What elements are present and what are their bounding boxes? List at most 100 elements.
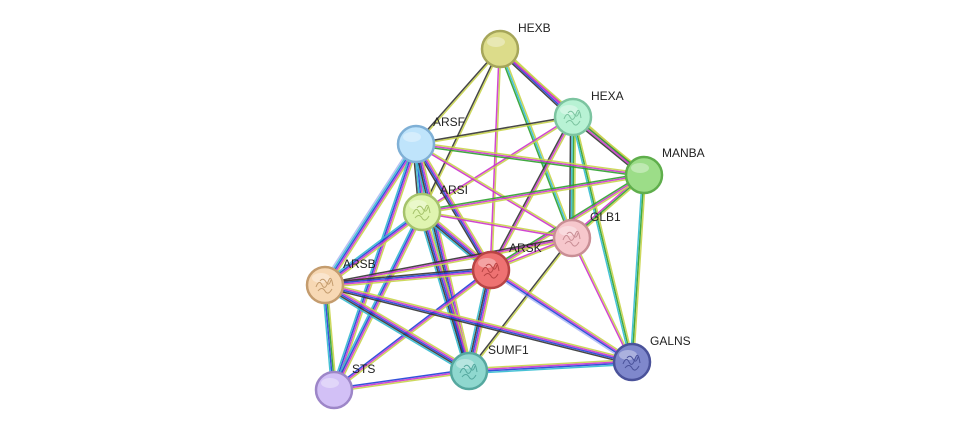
edge-hexb-arsk[interactable] xyxy=(489,48,502,271)
edge-sumf1-sts[interactable] xyxy=(333,368,470,393)
node-glb1[interactable]: GLB1 xyxy=(552,210,621,258)
edge-glb1-sumf1[interactable] xyxy=(467,236,574,373)
edge-hexb-glb1[interactable] xyxy=(497,47,575,240)
node-label: GLB1 xyxy=(590,210,621,224)
edge-line-yellow xyxy=(326,144,420,288)
protein-structure-icon xyxy=(481,262,500,279)
edge-line-blue xyxy=(332,142,416,391)
edge-line-green xyxy=(497,48,572,240)
edge-line-yellow xyxy=(334,270,493,393)
edge-line-black xyxy=(323,235,573,285)
edge-arsi-arsb[interactable] xyxy=(322,209,425,288)
node-hexa[interactable]: HEXA xyxy=(553,89,624,137)
edge-arsi-glb1[interactable] xyxy=(421,210,573,240)
edge-manba-arsi[interactable] xyxy=(420,172,646,215)
edge-line-magenta xyxy=(324,237,573,286)
node-circle[interactable] xyxy=(480,29,520,69)
edge-line-lightblue xyxy=(321,141,415,285)
edge-arsf-manba[interactable] xyxy=(415,141,645,178)
node-sumf1[interactable]: SUMF1 xyxy=(449,343,529,391)
edge-line-black xyxy=(420,47,501,213)
node-hexb[interactable]: HEXB xyxy=(480,21,551,69)
edge-line-yellow xyxy=(491,117,576,272)
edge-arsk-arsb[interactable] xyxy=(324,266,492,289)
edge-sumf1-galns[interactable] xyxy=(468,358,633,375)
node-circle[interactable] xyxy=(553,97,593,137)
edge-line-yellow xyxy=(324,281,634,361)
edge-line-yellow xyxy=(421,210,573,238)
edge-line-yellow xyxy=(491,267,635,361)
edge-arsk-sts[interactable] xyxy=(332,267,493,393)
edge-hexa-galns[interactable] xyxy=(570,115,635,364)
node-circle[interactable] xyxy=(471,250,511,290)
edge-hexb-arsf[interactable] xyxy=(414,47,502,146)
node-label: ARSI xyxy=(440,183,468,197)
node-circle[interactable] xyxy=(396,124,436,164)
edge-line-black xyxy=(323,285,469,374)
edge-line-magenta xyxy=(421,212,573,240)
node-arsi[interactable]: ARSI xyxy=(402,183,468,232)
protein-structure-icon xyxy=(412,204,431,221)
edge-line-magenta xyxy=(489,48,500,271)
edge-hexb-arsi[interactable] xyxy=(420,47,502,214)
node-arsk[interactable]: ARSK xyxy=(471,241,542,290)
edge-line-blue xyxy=(324,284,470,372)
node-label: STS xyxy=(352,362,375,376)
edge-line-magenta xyxy=(422,210,472,372)
edge-glb1-galns[interactable] xyxy=(570,236,634,364)
node-highlight xyxy=(456,359,474,369)
edge-line-yellow xyxy=(500,47,575,239)
protein-structure-icon xyxy=(315,277,334,294)
edge-line-blue xyxy=(489,269,633,364)
edge-line-magenta xyxy=(325,282,471,371)
edge-line-magenta xyxy=(570,237,633,364)
edge-line-yellow xyxy=(632,174,647,363)
edge-line-magenta xyxy=(324,211,424,287)
node-circle[interactable] xyxy=(449,351,489,391)
edge-arsb-galns[interactable] xyxy=(323,281,634,366)
node-circle[interactable] xyxy=(305,265,345,305)
node-circle[interactable] xyxy=(612,342,652,382)
edge-manba-galns[interactable] xyxy=(629,174,647,363)
edge-arsf-sts[interactable] xyxy=(330,142,420,392)
node-galns[interactable]: GALNS xyxy=(612,334,691,382)
edge-line-magenta xyxy=(333,370,470,391)
node-label: HEXA xyxy=(591,89,624,103)
protein-structure-icon xyxy=(622,354,641,371)
edge-line-black xyxy=(419,211,469,373)
node-circle[interactable] xyxy=(624,155,664,195)
node-manba[interactable]: MANBA xyxy=(624,146,705,195)
node-highlight xyxy=(312,273,330,283)
edge-hexa-arsf[interactable] xyxy=(415,115,574,146)
node-label: ARSF xyxy=(433,115,465,129)
edge-line-magenta xyxy=(468,360,633,371)
edge-arsi-sumf1[interactable] xyxy=(418,210,473,373)
edge-line-black xyxy=(467,236,573,372)
node-label: GALNS xyxy=(650,334,691,348)
node-sts[interactable]: STS xyxy=(314,362,375,410)
edge-line-magenta xyxy=(414,143,573,240)
edge-arsk-galns[interactable] xyxy=(488,267,635,365)
edge-line-yellow xyxy=(424,210,473,371)
edge-line-cyan xyxy=(570,116,632,364)
node-arsf[interactable]: ARSF xyxy=(396,115,465,164)
edge-line-yellow xyxy=(415,141,645,175)
edge-arsf-arsb[interactable] xyxy=(321,141,420,288)
node-circle[interactable] xyxy=(552,218,592,258)
edge-line-yellow xyxy=(415,142,574,239)
node-label: ARSK xyxy=(509,241,542,255)
edge-line-yellow xyxy=(468,237,574,373)
node-highlight xyxy=(487,37,505,47)
edge-line-black xyxy=(414,47,501,145)
edge-line-green xyxy=(631,174,645,363)
node-arsb[interactable]: ARSB xyxy=(305,257,376,305)
node-circle[interactable] xyxy=(402,192,442,232)
edge-arsb-sumf1[interactable] xyxy=(322,281,472,375)
edge-line-cyan xyxy=(322,142,416,285)
edge-line-cyan xyxy=(499,48,573,239)
edge-arsf-glb1[interactable] xyxy=(414,142,574,240)
edge-line-green xyxy=(572,116,633,363)
node-circle[interactable] xyxy=(314,370,354,410)
edge-line-black xyxy=(324,266,492,284)
protein-structure-icon xyxy=(563,109,582,126)
